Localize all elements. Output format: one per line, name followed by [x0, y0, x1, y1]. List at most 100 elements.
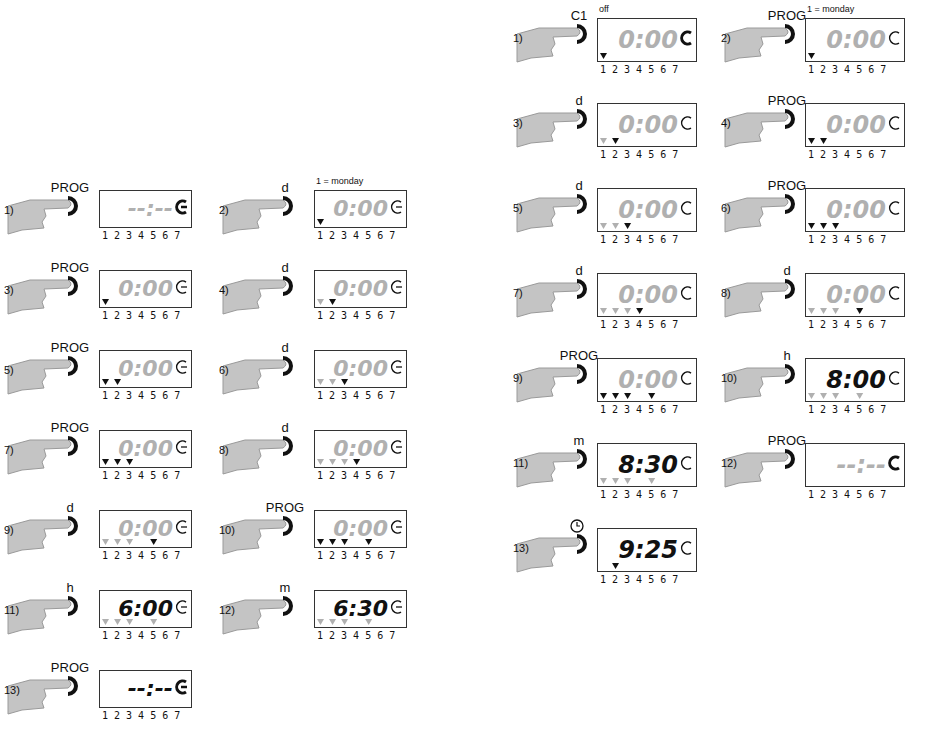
mode-icon [176, 521, 185, 533]
day-marker [820, 223, 827, 229]
mode-icon-bar [396, 366, 402, 367]
lcd-digits: 0:00 [333, 436, 388, 461]
hand [517, 368, 580, 402]
lcd-digits: 9:25 [618, 536, 678, 564]
lcd-digits: 0:00 [826, 281, 886, 309]
day-marker [808, 393, 815, 399]
lcd-display: 8:001 2 3 4 5 6 7 [805, 358, 905, 402]
hand [8, 440, 71, 474]
step-label: d [575, 178, 582, 193]
step-label: h [783, 348, 790, 363]
day-marker [102, 299, 109, 305]
button [785, 196, 793, 212]
button [68, 358, 76, 374]
lcd-digits: 0:00 [333, 276, 388, 301]
day-marker [341, 619, 348, 625]
step-label: PROG [266, 500, 304, 515]
hand [8, 200, 71, 234]
button [68, 598, 76, 614]
day-marker [808, 53, 815, 59]
mode-icon [391, 601, 400, 613]
day-marker [600, 53, 607, 59]
step-label: d [281, 260, 288, 275]
lcd-display: 0:001 2 3 4 5 6 7 [805, 188, 905, 232]
step-label: m [280, 580, 291, 595]
day-marker [150, 539, 157, 545]
day-marker [600, 308, 607, 314]
lcd-digits: 0:00 [618, 111, 678, 139]
step-label: PROG [51, 660, 89, 675]
button [577, 26, 585, 42]
weekday-numbers: 1 2 3 4 5 6 7 [600, 489, 678, 500]
lcd-display: 9:251 2 3 4 5 6 7 [597, 528, 697, 572]
lcd-display: 0:001 2 3 4 5 6 7 [99, 270, 192, 308]
weekday-numbers: 1 2 3 4 5 6 7 [808, 404, 886, 415]
button [68, 678, 76, 694]
step-label: d [66, 500, 73, 515]
mode-icon-bar [181, 606, 187, 607]
step-label: 13) [4, 684, 20, 696]
lcd-digits: --:-- [128, 196, 173, 221]
step-label: 1) [4, 204, 14, 216]
lcd-digits: 8:00 [826, 366, 886, 394]
weekday-numbers: 1 2 3 4 5 6 7 [102, 230, 180, 241]
lcd-display: --:--1 2 3 4 5 6 7 [805, 443, 905, 487]
button [577, 366, 585, 382]
mode-icon-bar [396, 446, 402, 447]
day-marker [102, 619, 109, 625]
hand [223, 360, 286, 394]
lcd-digits: 0:00 [333, 356, 388, 381]
step-label: PROG [768, 8, 806, 23]
weekday-numbers: 1 2 3 4 5 6 7 [317, 230, 395, 241]
lcd-display: 6:001 2 3 4 5 6 7 [99, 590, 192, 628]
lcd-digits: 6:30 [333, 596, 388, 621]
day-marker [612, 308, 619, 314]
clock-hands [577, 522, 580, 526]
step-label: 5) [513, 202, 523, 214]
weekday-numbers: 1 2 3 4 5 6 7 [102, 550, 180, 561]
day-marker [820, 308, 827, 314]
lcd-display: 0:001 2 3 4 5 6 7 [597, 358, 697, 402]
step-label: PROG [560, 348, 598, 363]
button [785, 366, 793, 382]
day-marker [624, 223, 631, 229]
button [283, 518, 291, 534]
day-marker [317, 379, 324, 385]
lcd-digits: --:-- [128, 676, 173, 701]
clock-symbol [571, 520, 583, 532]
step-label: 1 = monday [316, 176, 363, 186]
day-marker [624, 308, 631, 314]
day-marker [329, 459, 336, 465]
weekday-numbers: 1 2 3 4 5 6 7 [808, 149, 886, 160]
button [68, 518, 76, 534]
lcd-digits: 0:00 [826, 26, 886, 54]
step-label: 1 = monday [807, 4, 854, 14]
mode-icon-bar [181, 205, 187, 208]
day-marker [808, 138, 815, 144]
lcd-display: --:--1 2 3 4 5 6 7 [99, 190, 192, 228]
hand [725, 28, 788, 62]
step-label: d [575, 93, 582, 108]
step-label: 10) [721, 372, 737, 384]
step-label: 10) [219, 524, 235, 536]
step-label: PROG [51, 340, 89, 355]
step-label: PROG [768, 178, 806, 193]
weekday-numbers: 1 2 3 4 5 6 7 [102, 630, 180, 641]
day-marker [102, 459, 109, 465]
button [283, 358, 291, 374]
lcd-display: 0:001 2 3 4 5 6 7 [99, 430, 192, 468]
mode-icon [681, 542, 690, 554]
hand [8, 280, 71, 314]
step-label: 12) [219, 604, 235, 616]
lcd-display: 0:001 2 3 4 5 6 7 [597, 188, 697, 232]
lcd-digits: 8:30 [618, 451, 678, 479]
button [785, 111, 793, 127]
step-label: PROG [51, 420, 89, 435]
hand [8, 520, 71, 554]
mode-icon-bar [181, 526, 187, 527]
day-marker [126, 459, 133, 465]
day-marker [329, 299, 336, 305]
day-marker [329, 539, 336, 545]
day-marker [648, 478, 655, 484]
step-label: d [783, 263, 790, 278]
